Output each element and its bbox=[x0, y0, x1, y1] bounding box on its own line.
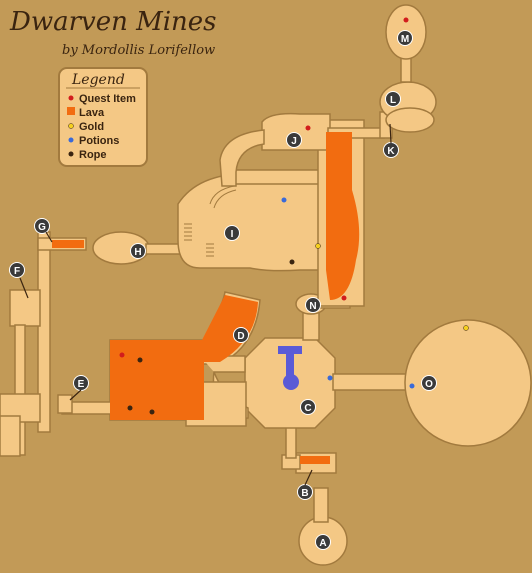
svg-text:F: F bbox=[14, 266, 20, 277]
marker-k[interactable]: K bbox=[383, 142, 399, 158]
quest-item-dot bbox=[341, 295, 347, 301]
marker-i[interactable]: I bbox=[224, 225, 240, 241]
svg-text:D: D bbox=[237, 331, 244, 342]
svg-text:J: J bbox=[291, 136, 297, 147]
marker-o[interactable]: O bbox=[421, 375, 437, 391]
legend: Legend Quest Item Lava Gold Potions Rope bbox=[58, 67, 148, 167]
legend-item-potions: Potions bbox=[79, 135, 119, 147]
marker-g[interactable]: G bbox=[34, 218, 50, 234]
marker-j[interactable]: J bbox=[286, 132, 302, 148]
rope-dot bbox=[137, 357, 143, 363]
marker-l[interactable]: L bbox=[385, 91, 401, 107]
marker-e[interactable]: E bbox=[73, 375, 89, 391]
svg-text:G: G bbox=[38, 222, 46, 233]
marker-d[interactable]: D bbox=[233, 327, 249, 343]
rope-dot bbox=[127, 405, 133, 411]
potion-dot bbox=[327, 375, 333, 381]
potion-dot bbox=[68, 137, 74, 143]
lava-areas bbox=[52, 132, 360, 464]
quest-item-dot bbox=[68, 95, 74, 101]
quest-item-dot bbox=[305, 125, 311, 131]
legend-item-rope: Rope bbox=[79, 149, 107, 161]
svg-text:E: E bbox=[78, 379, 85, 390]
marker-m[interactable]: M bbox=[397, 30, 413, 46]
leader-lines bbox=[19, 123, 392, 486]
svg-text:K: K bbox=[387, 146, 395, 157]
svg-text:M: M bbox=[401, 34, 409, 45]
svg-text:H: H bbox=[134, 247, 141, 258]
quest-item-dot bbox=[119, 352, 125, 358]
rope-dot bbox=[149, 409, 155, 415]
water-pool bbox=[278, 346, 302, 390]
marker-c[interactable]: C bbox=[300, 399, 316, 415]
map-subtitle: by Mordollis Lorifellow bbox=[62, 43, 215, 58]
svg-text:I: I bbox=[231, 229, 234, 240]
rope-dot bbox=[68, 151, 74, 157]
marker-b[interactable]: B bbox=[297, 484, 313, 500]
legend-item-lava: Lava bbox=[79, 107, 105, 119]
potion-dot bbox=[281, 197, 287, 203]
gold-dot bbox=[68, 123, 74, 129]
items bbox=[119, 17, 469, 415]
gold-dot bbox=[315, 243, 321, 249]
map-title: Dwarven Mines bbox=[9, 7, 217, 37]
lava-square bbox=[67, 107, 75, 115]
svg-text:N: N bbox=[309, 301, 316, 312]
legend-item-gold: Gold bbox=[79, 121, 104, 133]
potion-dot bbox=[409, 383, 415, 389]
legend-title: Legend bbox=[71, 72, 125, 88]
svg-text:A: A bbox=[319, 538, 326, 549]
marker-a[interactable]: A bbox=[315, 534, 331, 550]
legend-item-quest-item: Quest Item bbox=[79, 93, 136, 105]
stairs bbox=[184, 185, 237, 257]
quest-item-dot bbox=[403, 17, 409, 23]
marker-n[interactable]: N bbox=[305, 297, 321, 313]
svg-text:L: L bbox=[390, 95, 396, 106]
gold-dot bbox=[463, 325, 469, 331]
marker-f[interactable]: F bbox=[9, 262, 25, 278]
map-markers[interactable]: A B C D E F G H I J K L M N O bbox=[9, 30, 437, 550]
marker-h[interactable]: H bbox=[130, 243, 146, 259]
svg-text:B: B bbox=[301, 488, 308, 499]
svg-text:O: O bbox=[425, 379, 433, 390]
svg-text:C: C bbox=[304, 403, 311, 414]
rope-dot bbox=[289, 259, 295, 265]
